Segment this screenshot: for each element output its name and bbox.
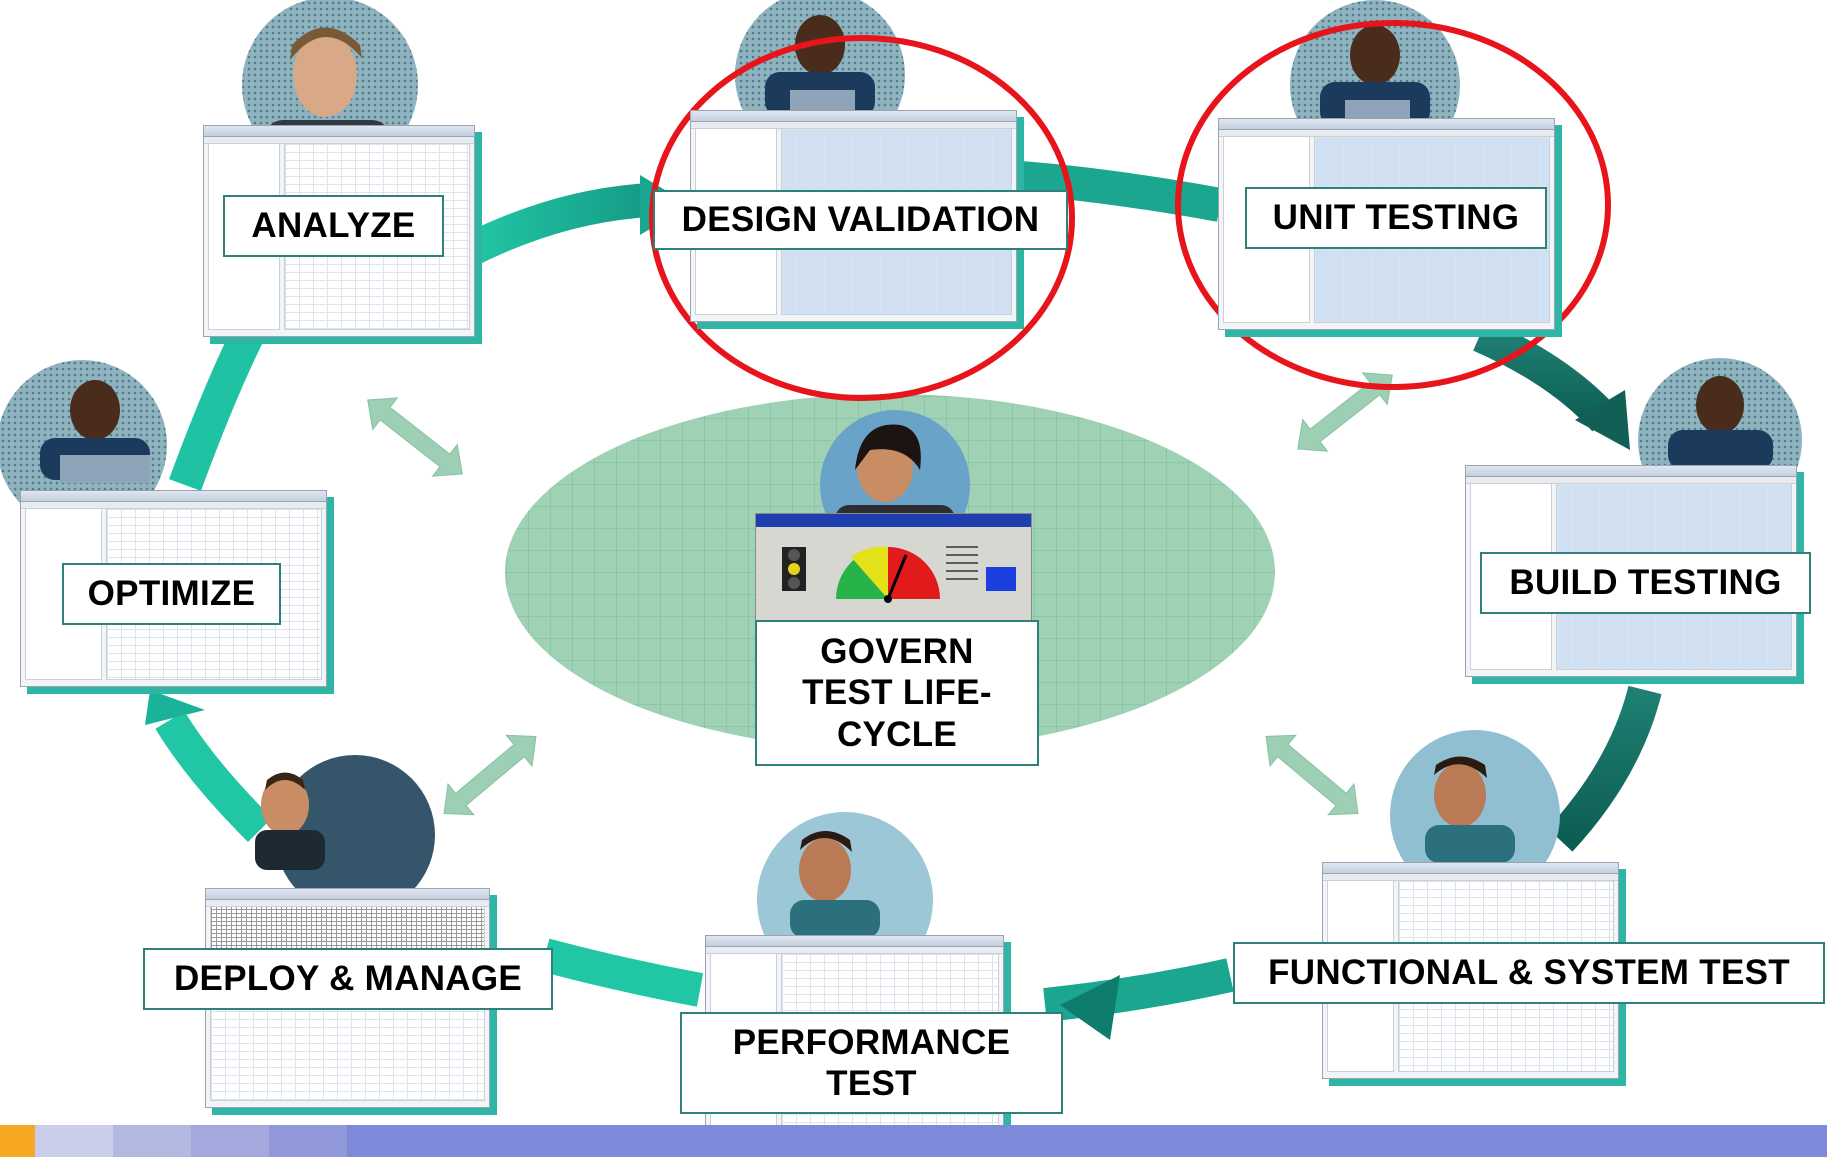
stage-label-performance-test: PERFORMANCE TEST <box>680 1012 1063 1114</box>
footer-seg-3 <box>191 1125 269 1157</box>
double-arrow-bottom-right <box>1265 734 1359 816</box>
status-square-icon <box>986 567 1016 591</box>
avatar-deploy <box>255 755 435 915</box>
connector-arrows <box>367 372 1393 816</box>
stage-label-functional-system-test: FUNCTIONAL & SYSTEM TEST <box>1233 942 1825 1004</box>
avatar-functional <box>1390 730 1560 900</box>
stage-label-deploy-manage: DEPLOY & MANAGE <box>143 948 553 1010</box>
slider-bars-icon <box>946 546 978 580</box>
arc-unit-to-build <box>1473 319 1618 432</box>
arc-deploy-to-optimize <box>155 711 273 843</box>
center-line-2: TEST LIFE- <box>802 673 992 713</box>
stage-label-build-testing: BUILD TESTING <box>1480 552 1811 614</box>
performance-line-2: TEST <box>826 1064 917 1103</box>
arrowhead-performance <box>1060 975 1120 1040</box>
footer-seg-orange <box>0 1125 35 1157</box>
dashboard-widget <box>755 513 1032 625</box>
double-arrow-bottom-left <box>443 734 537 816</box>
arc-optimize-to-analyze <box>169 322 266 491</box>
center-label-govern: GOVERN TEST LIFE- CYCLE <box>755 620 1039 766</box>
arc-build-to-functional <box>1547 685 1662 852</box>
highlight-ring-unit <box>1175 20 1611 390</box>
arrowhead-build <box>1575 390 1630 450</box>
footer-seg-5 <box>347 1125 1827 1157</box>
footer-seg-4 <box>269 1125 347 1157</box>
footer-seg-1 <box>35 1125 113 1157</box>
footer-seg-2 <box>113 1125 191 1157</box>
avatar-optimize <box>0 360 167 530</box>
double-arrow-top-right <box>1297 372 1393 452</box>
arc-design-to-unit <box>1018 161 1224 222</box>
cycle-ring <box>145 161 1662 1040</box>
stage-label-unit-testing: UNIT TESTING <box>1245 187 1547 249</box>
double-arrow-top-left <box>367 397 463 477</box>
highlight-ring-design <box>649 35 1075 401</box>
dashboard-titlebar <box>756 514 1031 527</box>
arrowhead-optimize <box>145 690 205 725</box>
center-line-3: CYCLE <box>836 714 958 754</box>
gauge-icon <box>836 546 940 603</box>
arc-analyze-to-design <box>462 183 652 266</box>
stage-label-analyze: ANALYZE <box>223 195 444 257</box>
center-line-1: GOVERN <box>820 632 974 672</box>
performance-line-1: PERFORMANCE <box>732 1022 1011 1062</box>
dashboard-gauges <box>782 546 1016 603</box>
arc-performance-to-deploy <box>540 938 704 1007</box>
traffic-light-icon <box>782 547 806 591</box>
stage-label-design-validation: DESIGN VALIDATION <box>653 190 1068 250</box>
stage-label-optimize: OPTIMIZE <box>62 563 281 625</box>
